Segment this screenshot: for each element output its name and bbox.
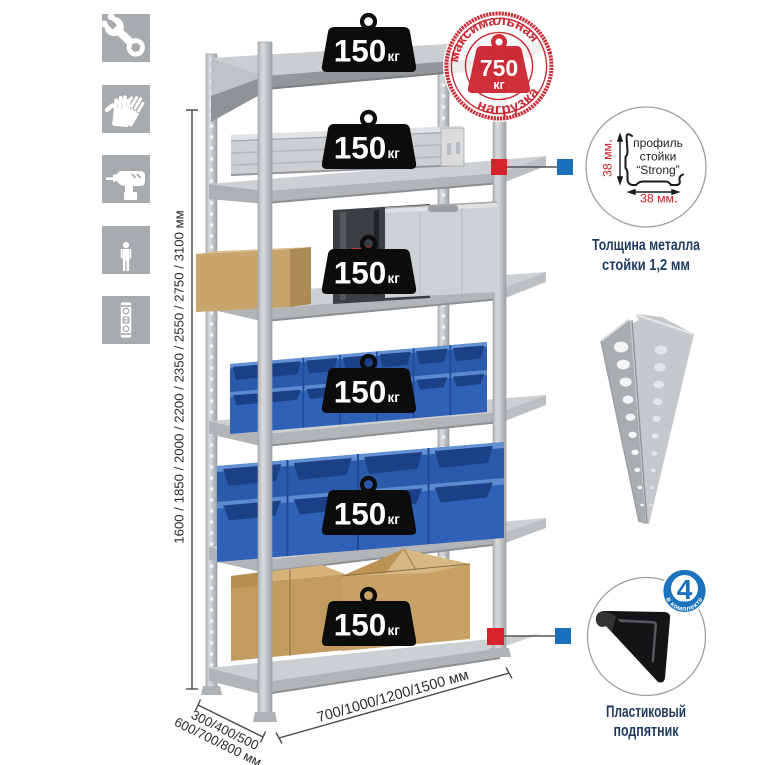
svg-text:кг: кг [388, 623, 401, 638]
svg-text:Толщина металла: Толщина металла [592, 237, 700, 254]
svg-text:4: 4 [677, 574, 693, 605]
svg-text:150: 150 [334, 374, 387, 410]
svg-text:38 мм.: 38 мм. [640, 191, 678, 207]
svg-text:кг: кг [388, 512, 401, 527]
svg-text:1600 / 1850 / 2000 / 2200 / 23: 1600 / 1850 / 2000 / 2200 / 2350 / 2550 … [172, 210, 187, 543]
svg-text:150: 150 [334, 255, 387, 291]
svg-text:стойки 1,2 мм: стойки 1,2 мм [602, 257, 690, 274]
svg-text:стойки: стойки [640, 150, 677, 164]
svg-text:подпятник: подпятник [614, 722, 680, 740]
svg-text:150: 150 [334, 130, 387, 166]
svg-text:150: 150 [334, 496, 387, 532]
svg-text:кг: кг [388, 49, 401, 64]
svg-text:150: 150 [334, 33, 387, 69]
svg-text:750: 750 [480, 55, 518, 81]
svg-text:38 мм.: 38 мм. [600, 139, 616, 177]
svg-text:“Strong”: “Strong” [636, 163, 679, 177]
svg-text:Пластиковый: Пластиковый [606, 703, 686, 721]
svg-text:150: 150 [334, 607, 387, 643]
svg-text:кг: кг [493, 78, 504, 92]
svg-text:кг: кг [388, 271, 401, 286]
svg-text:кг: кг [388, 146, 401, 161]
svg-text:профиль: профиль [633, 136, 683, 150]
svg-text:штуки: штуки [678, 600, 692, 605]
svg-text:кг: кг [388, 390, 401, 405]
